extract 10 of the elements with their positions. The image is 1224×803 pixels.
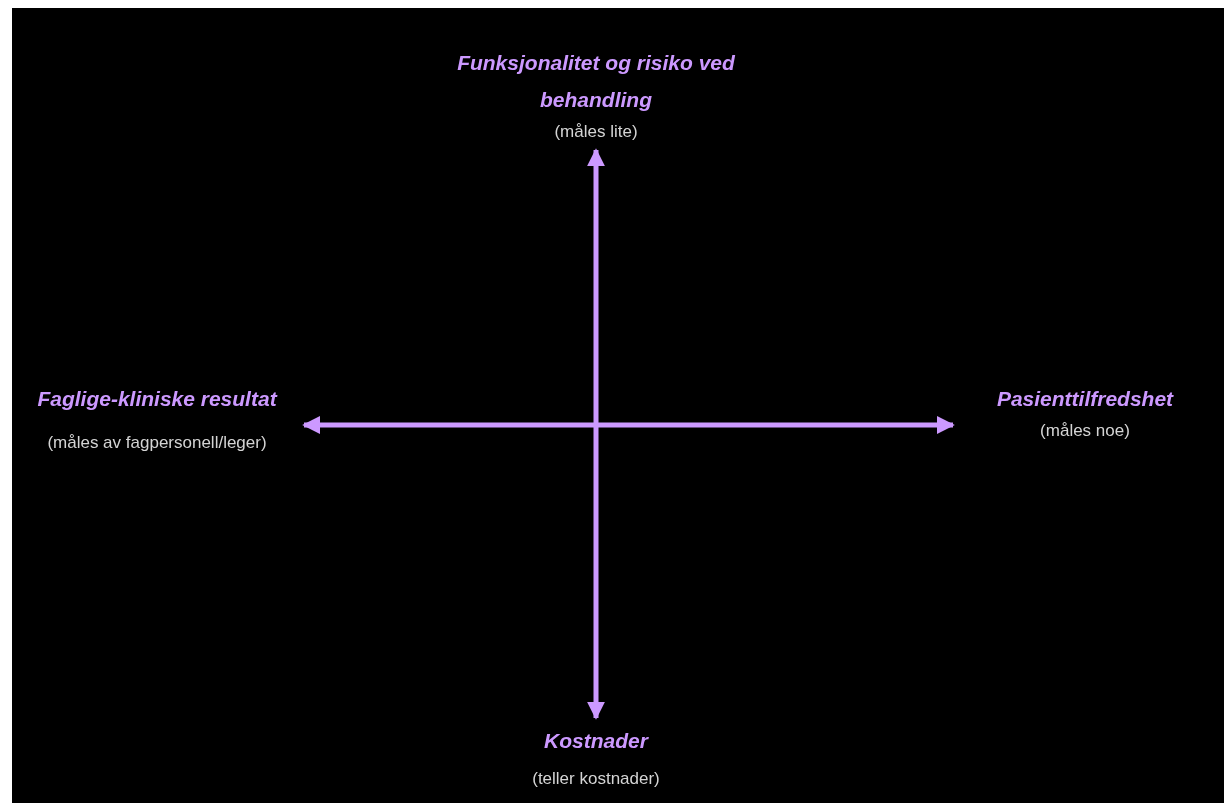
axis-note: (teller kostnader) bbox=[531, 768, 661, 790]
axis-note: (måles lite) bbox=[553, 121, 639, 143]
double-arrow bbox=[587, 148, 605, 720]
double-arrow bbox=[302, 416, 955, 434]
axis-note: (måles av fagpersonell/leger) bbox=[46, 432, 268, 454]
axis-heading: Pasienttilfredshet bbox=[995, 386, 1175, 412]
axis-heading: Kostnader bbox=[543, 728, 650, 754]
axis-heading: Funksjonalitet og risiko ved behandling bbox=[456, 50, 736, 113]
axis-note: (måles noe) bbox=[1039, 420, 1131, 442]
axis-heading: Faglige-kliniske resultat bbox=[36, 386, 279, 412]
